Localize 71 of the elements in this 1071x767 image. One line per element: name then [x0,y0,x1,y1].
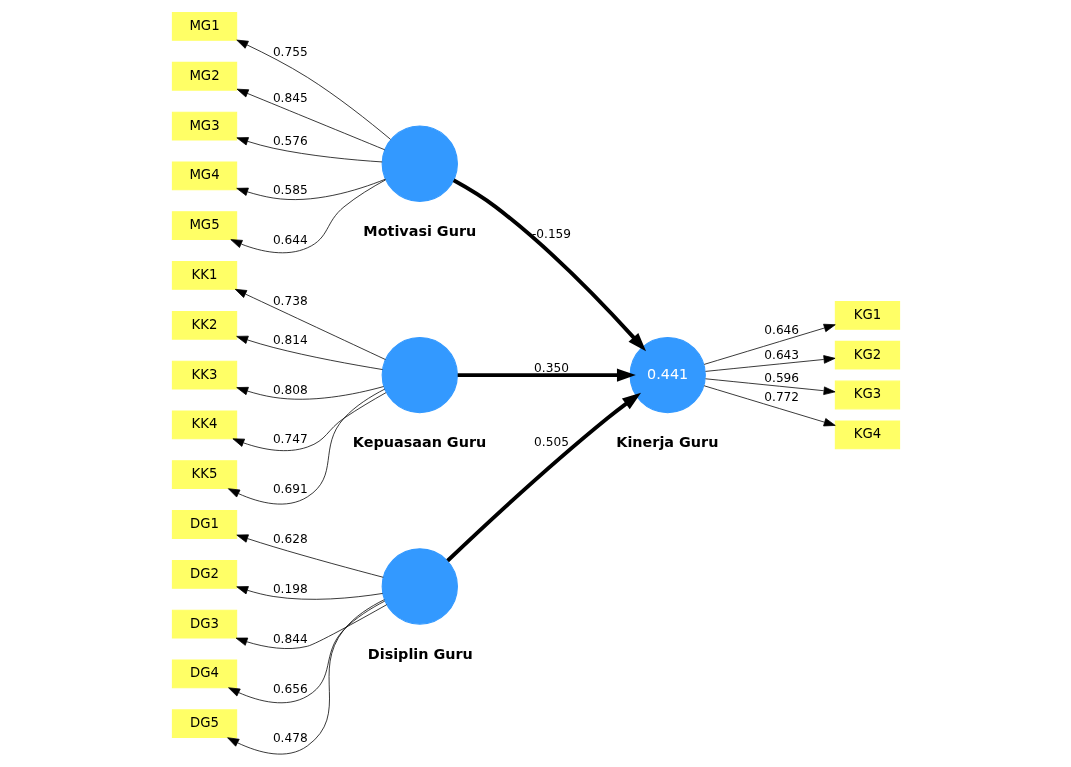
edge-label: 0.505 [533,434,569,449]
node-box: KK3 [171,360,237,390]
arrow [232,392,386,452]
node-circle: 0.441 [629,336,706,414]
arrow [457,368,636,382]
arrow [235,39,391,140]
arrow [234,288,386,360]
arrow [235,178,386,200]
arrow [227,600,385,704]
node-box: DG1 [171,510,237,539]
edge-label: 0.808 [272,382,308,397]
edge-label: 0.576 [272,133,308,148]
node-box: KK4 [171,410,237,440]
node-box: KG3 [834,380,900,410]
edge-label: 0.585 [272,183,308,198]
arrow [704,355,835,372]
node-box: DG3 [171,609,237,639]
node-box: KK1 [171,261,237,290]
edge-label: 0.646 [763,322,799,337]
node-box: KG2 [834,340,900,370]
arrow [235,335,383,370]
edge-label: 0.814 [272,332,308,347]
node-box: DG5 [171,709,237,739]
arrow [703,385,836,427]
node-box: MG2 [171,61,237,91]
node-box: KG1 [834,300,900,330]
arrow [235,137,383,163]
node-circle [381,125,458,202]
arrow [236,88,385,151]
node-box: KG4 [834,420,900,450]
arrow [227,388,385,505]
node-box: KK2 [171,310,237,340]
edge-label: 0.350 [533,360,569,375]
edge-label: 0.738 [272,294,308,309]
edge-label: 0.691 [272,482,308,497]
node-box: MG1 [171,12,237,41]
arrow [235,586,383,600]
arrow [235,534,384,578]
edge-label: 0.747 [272,432,308,447]
edge-label: 0.643 [763,348,799,363]
edge-label: 0.656 [272,681,308,696]
node-label: Kinerja Guru [615,434,718,451]
edge-label: 0.478 [272,731,308,746]
edge-label: 0.596 [763,370,799,385]
edge-label: 0.844 [272,631,308,646]
arrow [229,179,386,254]
arrow [235,604,387,649]
node-circle [381,336,458,414]
node-label: Disiplin Guru [367,645,473,662]
node-box: MG4 [171,161,237,191]
node-box: MG5 [171,211,237,241]
edge-label: 0.644 [272,233,308,248]
arrow [703,323,836,365]
node-circle [381,548,458,625]
arrow [235,386,384,400]
node-box: DG2 [171,559,237,589]
arrow [226,599,385,755]
edge-label: 0.772 [763,390,799,405]
edge-label: 0.845 [272,90,308,105]
arrow [452,178,646,352]
arrow [445,392,641,563]
node-label: Motivasi Guru [362,223,476,240]
edge-label: -0.159 [531,226,571,241]
edge-label: 0.755 [272,45,308,60]
node-box: DG4 [171,659,237,689]
node-box: MG3 [171,111,237,141]
arrow [704,378,835,395]
edge-label: 0.628 [272,532,308,547]
node-label: Kepuasaan Guru [352,434,486,451]
edge-label: 0.198 [272,581,308,596]
node-box: KK5 [171,460,237,490]
